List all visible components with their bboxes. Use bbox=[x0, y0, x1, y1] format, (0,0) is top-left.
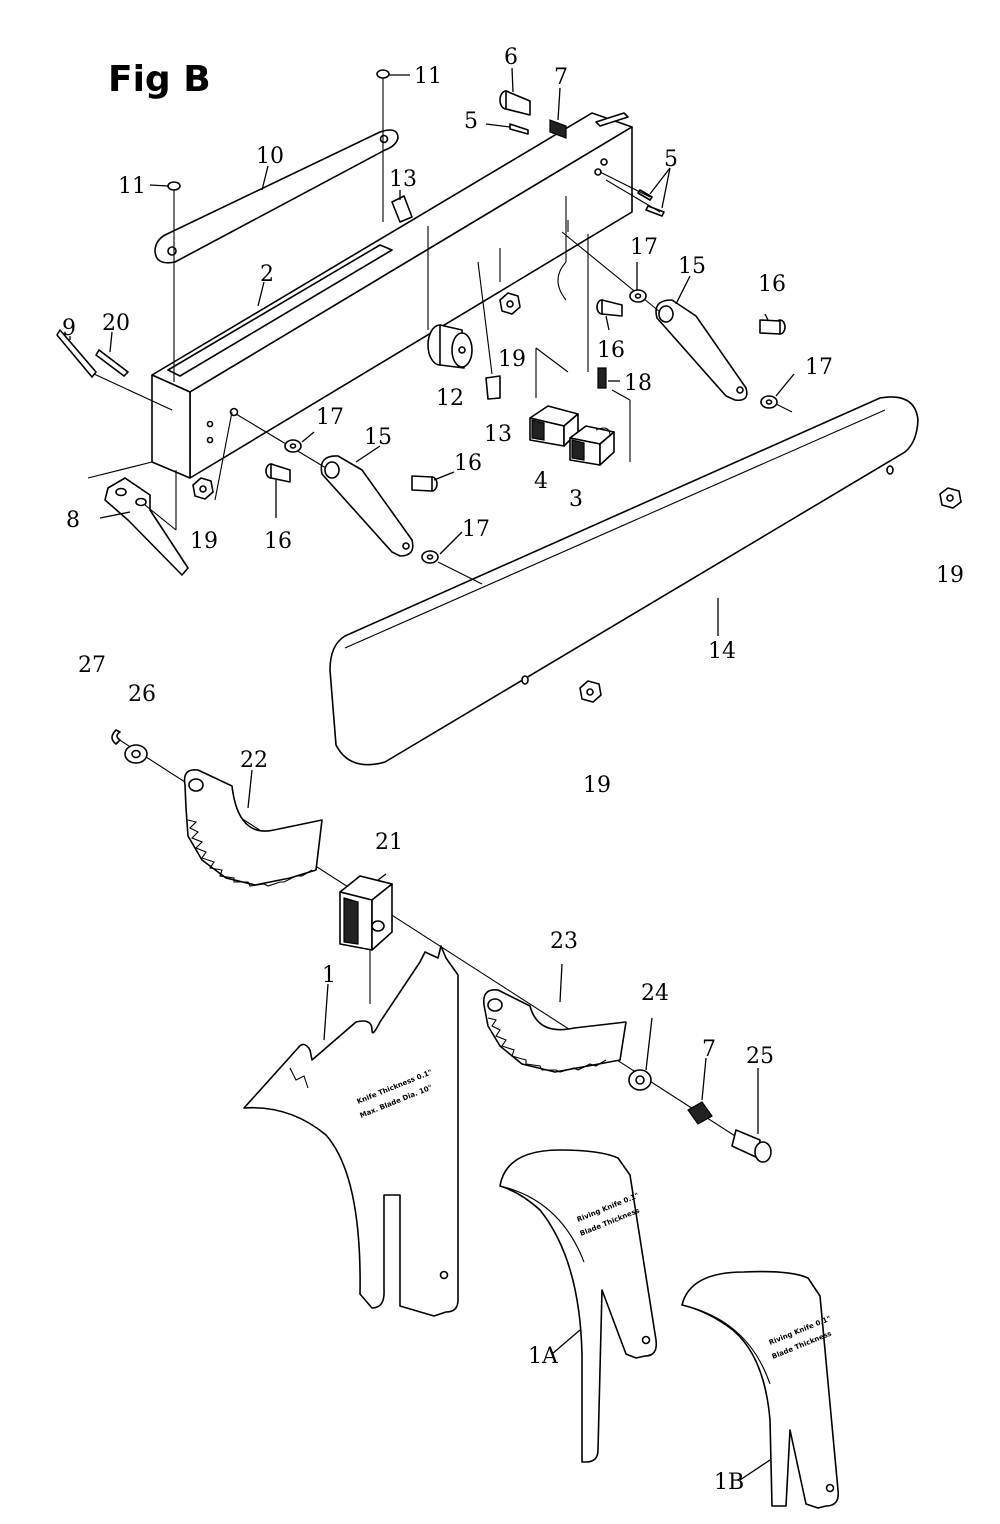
part-2-rail bbox=[151, 112, 633, 479]
leader-lines bbox=[69, 67, 795, 1481]
callout-17: 17 bbox=[630, 235, 658, 260]
callout-26: 26 bbox=[128, 682, 156, 707]
part-1-riving-knife: Knife Thickness 0.1" Max. Blade Dia. 10" bbox=[243, 945, 459, 1317]
callout-12: 12 bbox=[436, 386, 464, 411]
part-12-roller bbox=[427, 290, 473, 369]
part-7-spring-top bbox=[549, 119, 567, 139]
callout-11: 11 bbox=[118, 174, 146, 199]
part-19-nut-left bbox=[192, 411, 233, 501]
callout-27: 27 bbox=[78, 653, 106, 678]
part-11-screw-left bbox=[167, 181, 181, 382]
callout-16: 16 bbox=[264, 529, 292, 554]
callout-4: 4 bbox=[534, 469, 548, 494]
callout-6: 6 bbox=[504, 45, 518, 70]
callout-16: 16 bbox=[454, 451, 482, 476]
part-3-block bbox=[569, 389, 631, 466]
figure-title: Fig B bbox=[108, 59, 211, 100]
part-19-nut-bottom bbox=[579, 680, 602, 703]
part-17-washer-c bbox=[629, 289, 647, 303]
part-18-set-screw bbox=[587, 234, 607, 389]
callouts: 11 6 7 5 5 10 11 13 2 9 20 17 15 16 19 1… bbox=[62, 45, 964, 1495]
callout-20: 20 bbox=[102, 311, 130, 336]
callout-23: 23 bbox=[550, 929, 578, 954]
upper-assembly-hidden-lines bbox=[499, 196, 569, 301]
part-13-pin-lower bbox=[477, 261, 501, 400]
callout-5: 5 bbox=[464, 109, 478, 134]
callout-13: 13 bbox=[389, 167, 417, 192]
part-15-link-right bbox=[561, 231, 748, 402]
part-25-bolt bbox=[731, 1129, 772, 1163]
callout-15: 15 bbox=[364, 425, 392, 450]
part-1a-riving-knife: Riving Knife 0.1" Blade Thickness bbox=[499, 1149, 658, 1463]
part-23-pawl bbox=[482, 988, 627, 1073]
callout-16: 16 bbox=[597, 338, 625, 363]
part-11-screw-top bbox=[376, 69, 390, 222]
part-6-pin bbox=[499, 90, 531, 116]
part-16-screw-b bbox=[411, 475, 438, 492]
callout-9: 9 bbox=[62, 316, 76, 341]
callout-19: 19 bbox=[498, 347, 526, 372]
part-19-nut-center bbox=[499, 292, 521, 315]
callout-19: 19 bbox=[190, 529, 218, 554]
part-24-washer bbox=[628, 1069, 652, 1091]
callout-3: 3 bbox=[569, 487, 583, 512]
part-14-guard-plate bbox=[329, 396, 919, 766]
callout-11: 11 bbox=[414, 64, 442, 89]
callout-24: 24 bbox=[641, 981, 669, 1006]
callout-17: 17 bbox=[805, 355, 833, 380]
callout-1b: 1B bbox=[714, 1470, 744, 1495]
callout-1a: 1A bbox=[528, 1344, 559, 1369]
part-1b-riving-knife: Riving Knife 0.1" Blade Thickness bbox=[681, 1270, 840, 1509]
part-7-spring-bottom bbox=[687, 1101, 713, 1125]
callout-17: 17 bbox=[316, 405, 344, 430]
callout-5: 5 bbox=[664, 147, 678, 172]
callout-7: 7 bbox=[702, 1037, 716, 1062]
part-26-bushing bbox=[124, 744, 148, 764]
part-5-screws-right bbox=[599, 171, 665, 217]
part-19-nut-right bbox=[939, 487, 962, 509]
part-27-clip bbox=[111, 729, 121, 745]
callout-14: 14 bbox=[708, 639, 736, 664]
callout-18: 18 bbox=[624, 371, 652, 396]
part-10-plate bbox=[154, 129, 399, 264]
callout-13: 13 bbox=[484, 422, 512, 447]
callout-2: 2 bbox=[260, 262, 274, 287]
callout-10: 10 bbox=[256, 144, 284, 169]
part-4-block bbox=[529, 347, 579, 447]
part-15-link-left bbox=[235, 413, 414, 557]
part-22-pawl bbox=[183, 768, 323, 887]
callout-17: 17 bbox=[462, 517, 490, 542]
part-8-lever bbox=[87, 461, 189, 576]
part-21-block bbox=[339, 875, 393, 1004]
part-17-washer-a bbox=[284, 439, 302, 453]
part-20-rod bbox=[95, 349, 129, 377]
part-9-rod bbox=[56, 329, 173, 411]
part-17-washer-d bbox=[760, 395, 778, 409]
part-16-screw-a bbox=[265, 463, 291, 483]
part-17-washer-b bbox=[421, 550, 439, 564]
callout-7: 7 bbox=[554, 65, 568, 90]
callout-1: 1 bbox=[322, 963, 336, 988]
callout-21: 21 bbox=[375, 830, 403, 855]
callout-16: 16 bbox=[758, 272, 786, 297]
part-5-screw-top bbox=[509, 123, 529, 135]
callout-19: 19 bbox=[583, 773, 611, 798]
callout-22: 22 bbox=[240, 748, 268, 773]
part-16-screw-d bbox=[759, 319, 786, 335]
callout-25: 25 bbox=[746, 1044, 774, 1069]
callout-19: 19 bbox=[936, 563, 964, 588]
part-16-screw-c bbox=[596, 299, 623, 317]
callout-15: 15 bbox=[678, 254, 706, 279]
callout-8: 8 bbox=[66, 508, 80, 533]
